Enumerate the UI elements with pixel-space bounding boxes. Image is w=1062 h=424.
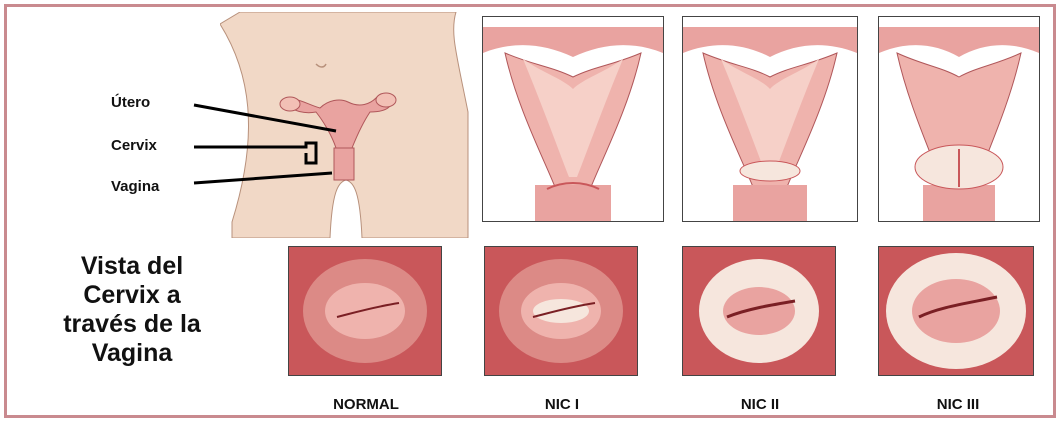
side-title-line: Vista del: [32, 252, 232, 281]
side-title-line: Cervix a: [32, 281, 232, 310]
caption-nic-3: NIC III: [888, 396, 1028, 413]
label-cervix: Cervix: [111, 137, 157, 154]
pointer-vagina: [194, 173, 332, 183]
cervix-view-normal: [288, 246, 442, 376]
pointer-utero: [194, 105, 336, 131]
caption-nic-1: NIC I: [492, 396, 632, 413]
caption-normal: NORMAL: [296, 396, 436, 413]
label-vagina: Vagina: [111, 178, 159, 195]
uterus-panel-nic-2-3: [878, 16, 1040, 222]
uterus-panel-nic-1: [682, 16, 858, 222]
cervix-view-nic-1: [484, 246, 638, 376]
side-title-line: Vagina: [32, 339, 232, 368]
label-utero: Útero: [111, 94, 150, 111]
side-title: Vista del Cervix a través de la Vagina: [32, 252, 232, 368]
pointer-lines: [180, 95, 360, 195]
cervix-view-nic-3: [878, 246, 1034, 376]
caption-nic-2: NIC II: [690, 396, 830, 413]
side-title-line: través de la: [32, 310, 232, 339]
uterus-panel-normal: [482, 16, 664, 222]
pointer-cervix: [194, 143, 316, 163]
cervix-view-nic-2: [682, 246, 836, 376]
